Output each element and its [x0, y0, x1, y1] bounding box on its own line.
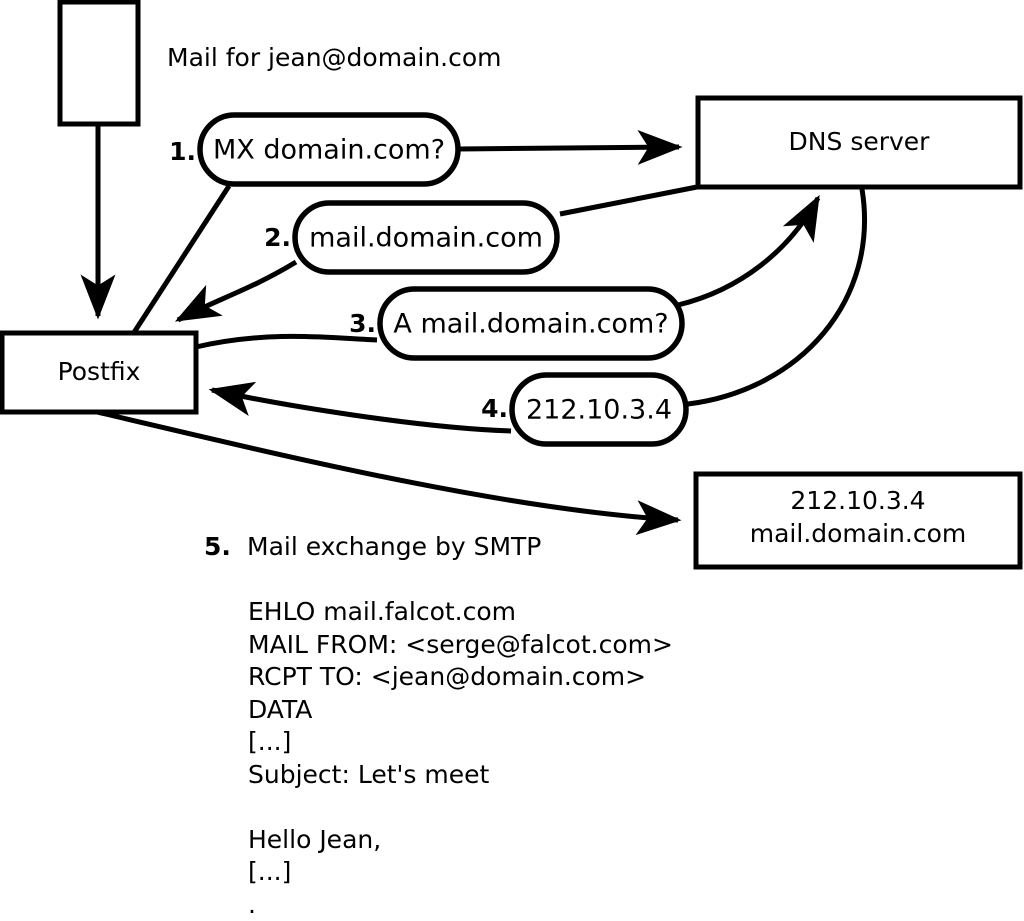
step-3-label: A mail.domain.com? — [393, 309, 668, 340]
dns-server-box — [695, 95, 1023, 190]
step-4-number: 4. — [481, 394, 508, 423]
step-4-bubble — [509, 372, 689, 447]
step-3-number: 3. — [349, 309, 376, 338]
edge-step1-to-dns — [458, 129, 683, 165]
edge-postfix-to-mailserver — [96, 409, 682, 536]
page-title: Mail for jean@domain.com — [167, 43, 502, 72]
source-box — [57, 0, 141, 127]
step-5-number: 5. — [204, 532, 231, 561]
step-1-number: 1. — [169, 137, 196, 166]
edge-dns-to-step4 — [687, 188, 868, 407]
edge-step3-to-dns — [677, 194, 821, 308]
postfix-label: Postfix — [58, 357, 141, 386]
step-3-bubble — [377, 286, 685, 361]
mail-server-ip-label: 212.10.3.4 — [790, 486, 925, 515]
edge-dns-to-step2 — [559, 184, 698, 217]
dns-server-label: DNS server — [789, 127, 931, 156]
step-2-number: 2. — [264, 223, 291, 252]
mail-server-host-label: mail.domain.com — [750, 519, 966, 548]
edge-step4-to-postfix — [208, 381, 512, 434]
edge-step2-to-postfix — [174, 259, 298, 323]
mail-server-box — [693, 471, 1023, 570]
edge-postfix-to-step3 — [195, 333, 378, 350]
step-1-label: MX domain.com? — [213, 135, 445, 166]
step-1-bubble — [197, 112, 461, 187]
edge-postfix-to-step1 — [130, 184, 232, 336]
postfix-box — [0, 330, 199, 415]
step-2-bubble — [292, 200, 560, 275]
step-4-label: 212.10.3.4 — [526, 395, 672, 426]
step-2-label: mail.domain.com — [309, 223, 543, 254]
smtp-transcript: EHLO mail.falcot.com MAIL FROM: <serge@f… — [248, 597, 673, 919]
step-5-label: Mail exchange by SMTP — [247, 532, 542, 561]
